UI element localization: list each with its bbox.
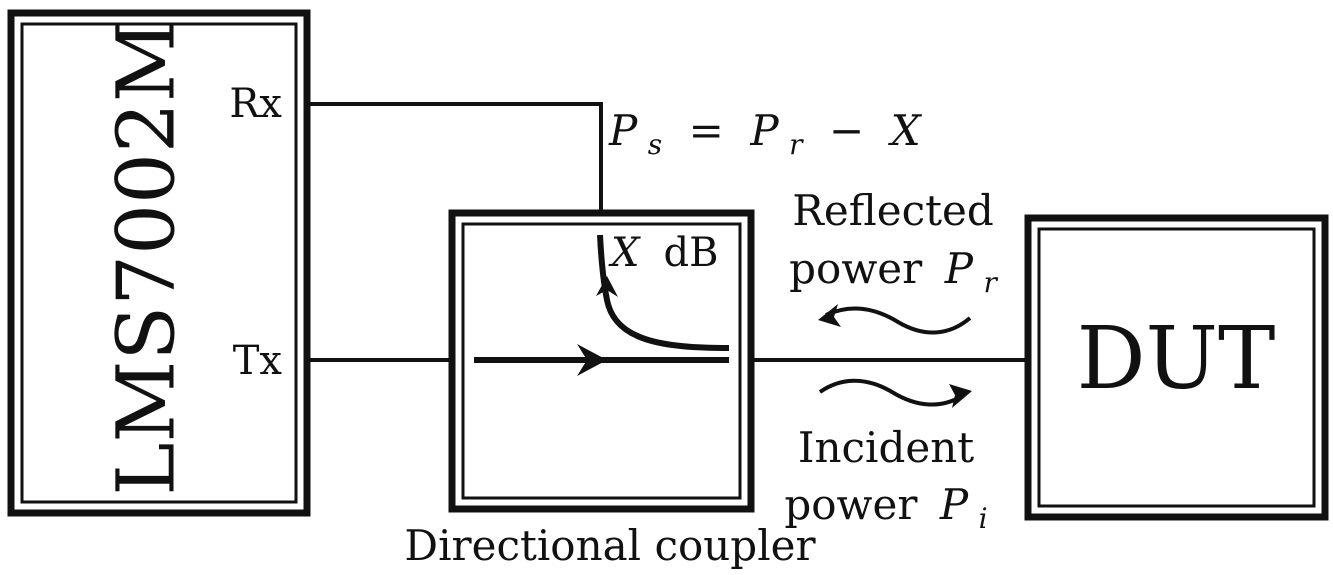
coupling-symbol: X	[608, 230, 641, 276]
reflected-word: power	[789, 244, 923, 293]
incident-line2: power P i	[784, 480, 987, 535]
coupled-arrow-icon	[596, 276, 618, 297]
coupled-branch-curve	[597, 234, 730, 351]
ps-subscript: s	[648, 128, 662, 161]
transceiver-name: LMS7002M	[100, 20, 193, 495]
reflected-wave-icon	[818, 304, 972, 335]
wires	[307, 102, 1028, 362]
transceiver-inner-frame	[20, 22, 298, 504]
incident-word: power	[784, 480, 918, 529]
tx-port-label: Tx	[233, 338, 283, 384]
reflected-subscript: r	[983, 266, 998, 299]
coupler-inner-frame	[461, 222, 742, 500]
reflected-power-label: Reflected power P r	[789, 186, 998, 299]
pr-symbol: P	[749, 106, 779, 155]
dut-name: DUT	[1077, 309, 1276, 409]
incident-power-label: Incident power P i	[784, 423, 987, 535]
sampled-power-equation: P s = P r − X	[608, 106, 923, 164]
transceiver-outer-frame	[7, 9, 311, 517]
reflected-line1: Reflected	[792, 186, 994, 235]
pr-subscript: r	[789, 128, 804, 161]
rx-wire	[307, 102, 603, 210]
forward-arrow-icon	[577, 344, 607, 376]
equals-sign: =	[689, 106, 724, 155]
incident-line1: Incident	[798, 423, 974, 472]
offset-symbol: X	[888, 106, 923, 155]
reflected-symbol: P	[944, 244, 974, 293]
incident-subscript: i	[979, 502, 988, 535]
coupling-label: X dB	[608, 230, 718, 276]
minus-sign: −	[829, 106, 864, 155]
ps-symbol: P	[608, 106, 638, 155]
transceiver-block: LMS7002M Rx Tx	[7, 9, 311, 517]
dut-outer-frame	[1024, 214, 1329, 521]
incident-symbol: P	[939, 480, 969, 529]
reflected-line2: power P r	[789, 244, 998, 299]
dut-block: DUT	[1024, 214, 1329, 521]
coupling-unit: dB	[663, 230, 718, 276]
incident-wave-icon	[818, 378, 972, 408]
directional-coupler-block: X dB Directional coupler	[404, 209, 816, 570]
dut-inner-frame	[1037, 227, 1316, 508]
rx-port-label: Rx	[229, 81, 282, 127]
coupler-caption: Directional coupler	[404, 521, 816, 570]
